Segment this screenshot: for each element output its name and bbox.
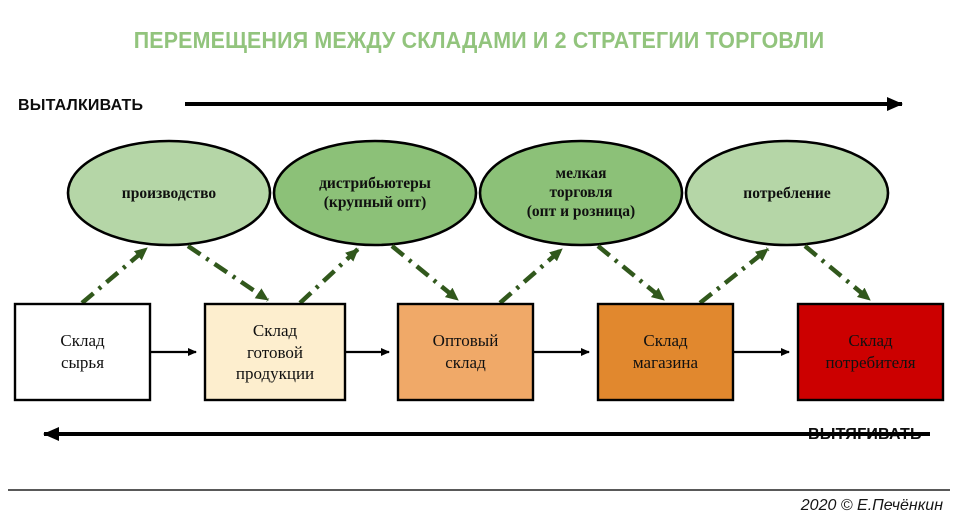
warehouse-box-store[interactable] [596, 302, 735, 402]
flow-arrows-group [80, 244, 872, 305]
warehouse-box-consumer[interactable] [796, 302, 945, 402]
stage-ellipse-distributors[interactable] [272, 139, 478, 247]
stage-ellipse-consumption[interactable] [684, 139, 890, 247]
flow-arrow-store-to-consumption [698, 247, 770, 305]
warehouse-box-wholesale[interactable] [396, 302, 535, 402]
flow-arrow-wholesale-to-small-trade [498, 247, 564, 305]
stage-ellipse-production[interactable] [66, 139, 272, 247]
push-strategy-label: ВЫТАЛКИВАТЬ [18, 97, 144, 114]
warehouse-box-finished-goods[interactable] [203, 302, 347, 402]
flow-arrow-small-trade-to-store [596, 244, 666, 302]
author-credit: 2020 © Е.Печёнкин [800, 497, 943, 514]
flow-arrow-raw-to-production [80, 246, 149, 305]
flow-arrow-production-to-finished [186, 244, 270, 302]
page-title: ПЕРЕМЕЩЕНИЯ МЕЖДУ СКЛАДАМИ И 2 СТРАТЕГИИ… [133, 27, 825, 53]
stage-ellipse-small-trade[interactable] [478, 139, 684, 247]
flow-arrow-consumption-to-consumer [803, 244, 872, 302]
flow-arrow-finished-to-distributors [298, 247, 360, 305]
warehouse-box-raw-materials[interactable] [13, 302, 152, 402]
flow-arrow-distributors-to-wholesale [390, 244, 460, 302]
